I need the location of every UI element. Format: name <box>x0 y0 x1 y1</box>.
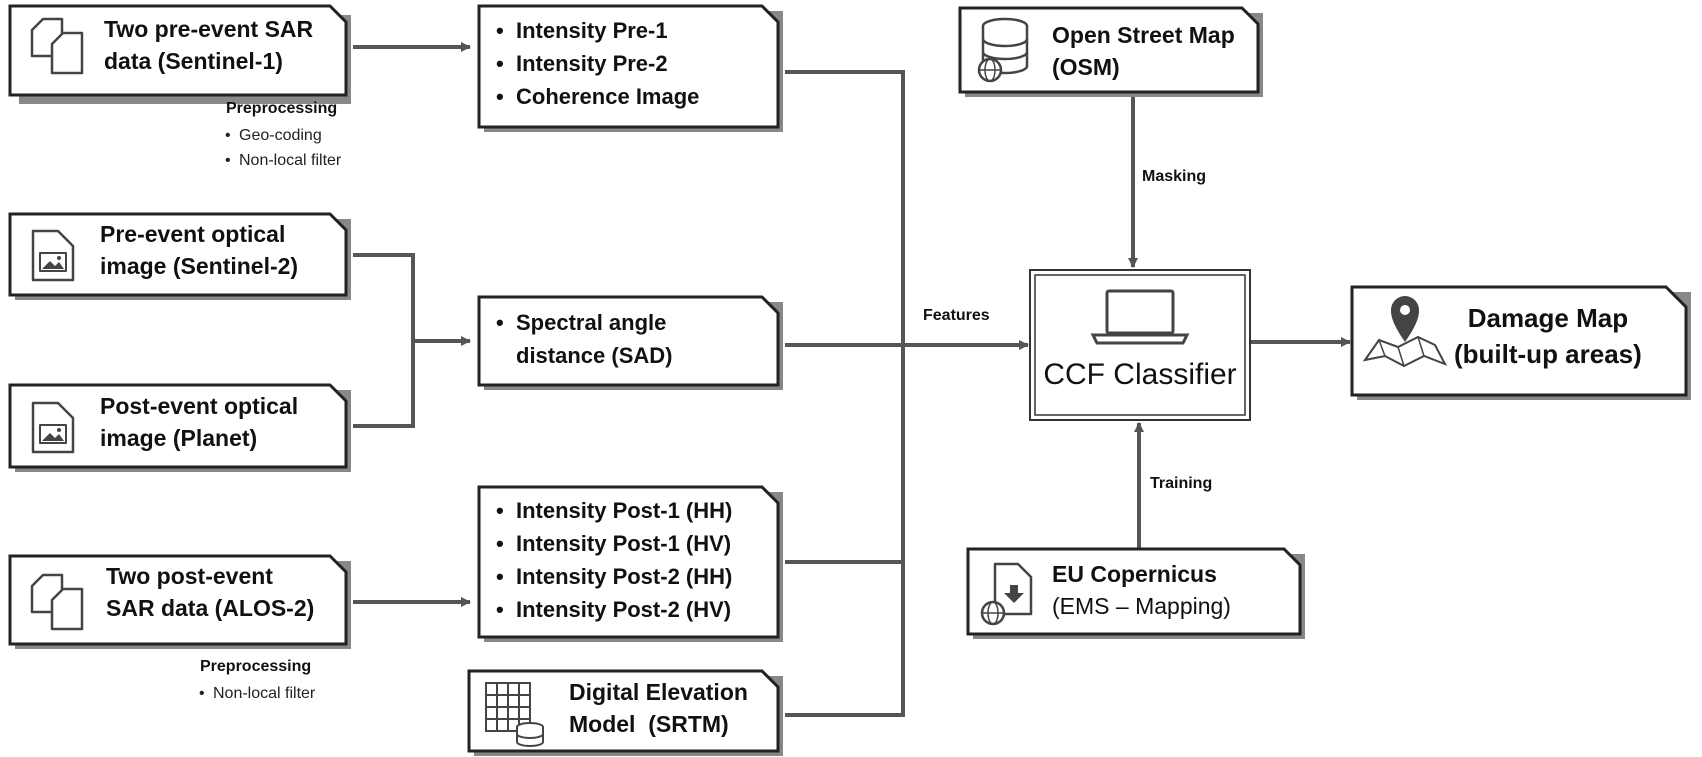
features-pre-list: Intensity Pre-1 Intensity Pre-2 Coherenc… <box>496 14 699 113</box>
feature-item: Intensity Post-1 (HH) <box>496 494 732 527</box>
box-dem <box>467 669 783 756</box>
classifier-label: CCF Classifier <box>1043 358 1237 391</box>
features-edge-label: Features <box>923 307 990 324</box>
optical-post-line2: image (Planet) <box>100 425 258 451</box>
image-file-icon <box>31 401 75 454</box>
sad-line1: Spectral angle <box>516 310 667 335</box>
edge-features-pre-to-bus <box>785 70 905 717</box>
copernicus-line2: (EMS – Mapping) <box>1052 593 1231 619</box>
map-pin-icon <box>1362 296 1448 368</box>
feature-item: Intensity Pre-1 <box>496 14 699 47</box>
box-optical-post <box>8 383 351 472</box>
preprocessing-post-title: Preprocessing <box>200 658 312 675</box>
grid-database-icon <box>485 682 544 747</box>
optical-pre-line2: image (Sentinel-2) <box>100 253 299 279</box>
masking-edge-label: Masking <box>1142 168 1207 185</box>
features-sad-list: Spectral angle distance (SAD) <box>496 306 672 372</box>
feature-item: Intensity Pre-2 <box>496 47 699 80</box>
features-post-list: Intensity Post-1 (HH) Intensity Post-1 (… <box>496 494 732 626</box>
box-sar-post <box>8 554 351 649</box>
osm-label: Open Street Map (OSM) <box>1052 19 1235 83</box>
copernicus-line1: EU Copernicus <box>1052 561 1217 587</box>
feature-item: Spectral angle <box>496 306 672 339</box>
feature-item-continued: distance (SAD) <box>496 339 672 372</box>
box-copernicus <box>966 547 1305 639</box>
feature-item: Intensity Post-1 (HV) <box>496 527 732 560</box>
osm-line1: Open Street Map <box>1052 22 1235 48</box>
box-output <box>1350 285 1691 400</box>
sar-post-line1: Two post-event <box>106 563 273 589</box>
edge-optical-pre-merge <box>353 253 415 428</box>
box-osm <box>958 6 1263 97</box>
documents-icon <box>30 17 84 75</box>
laptop-icon <box>1090 289 1190 345</box>
copernicus-label: EU Copernicus (EMS – Mapping) <box>1052 558 1231 622</box>
optical-pre-line1: Pre-event optical <box>100 221 286 247</box>
dem-line2: Model (SRTM) <box>569 711 729 737</box>
output-line2: (built-up areas) <box>1454 339 1642 369</box>
dem-label: Digital Elevation Model (SRTM) <box>569 676 748 740</box>
feature-item: Intensity Post-2 (HV) <box>496 593 732 626</box>
image-file-icon <box>31 229 75 282</box>
sar-post-label: Two post-event SAR data (ALOS-2) <box>106 560 314 624</box>
preprocessing-post-list: Non-local filter <box>199 681 315 706</box>
box-optical-pre <box>8 212 351 300</box>
optical-pre-label: Pre-event optical image (Sentinel-2) <box>100 218 298 282</box>
optical-post-label: Post-event optical image (Planet) <box>100 390 298 454</box>
sar-pre-line2: data (Sentinel-1) <box>104 48 283 74</box>
output-line1: Damage Map <box>1467 303 1629 333</box>
sad-line2: distance (SAD) <box>516 343 673 368</box>
sar-post-line2: SAR data (ALOS-2) <box>106 595 315 621</box>
osm-line2: (OSM) <box>1052 54 1120 80</box>
sar-pre-label: Two pre-event SAR data (Sentinel-1) <box>104 13 313 77</box>
preprocessing-pre-item: Non-local filter <box>225 148 341 173</box>
optical-post-line1: Post-event optical <box>100 393 299 419</box>
documents-icon <box>30 573 84 631</box>
dem-line1: Digital Elevation <box>569 679 748 705</box>
preprocessing-pre-title: Preprocessing <box>226 100 338 117</box>
box-sar-pre <box>8 4 351 104</box>
database-globe-icon <box>977 17 1029 83</box>
file-globe-icon <box>980 562 1033 626</box>
preprocessing-pre-item: Geo-coding <box>225 123 341 148</box>
feature-item: Intensity Post-2 (HH) <box>496 560 732 593</box>
training-edge-label: Training <box>1150 475 1213 492</box>
output-label: Damage Map (built-up areas) <box>1454 300 1642 372</box>
sar-pre-line1: Two pre-event SAR <box>104 16 314 42</box>
feature-item: Coherence Image <box>496 80 699 113</box>
preprocessing-post-item: Non-local filter <box>199 681 315 706</box>
box-classifier <box>1029 269 1251 421</box>
preprocessing-pre-list: Geo-coding Non-local filter <box>225 123 341 173</box>
